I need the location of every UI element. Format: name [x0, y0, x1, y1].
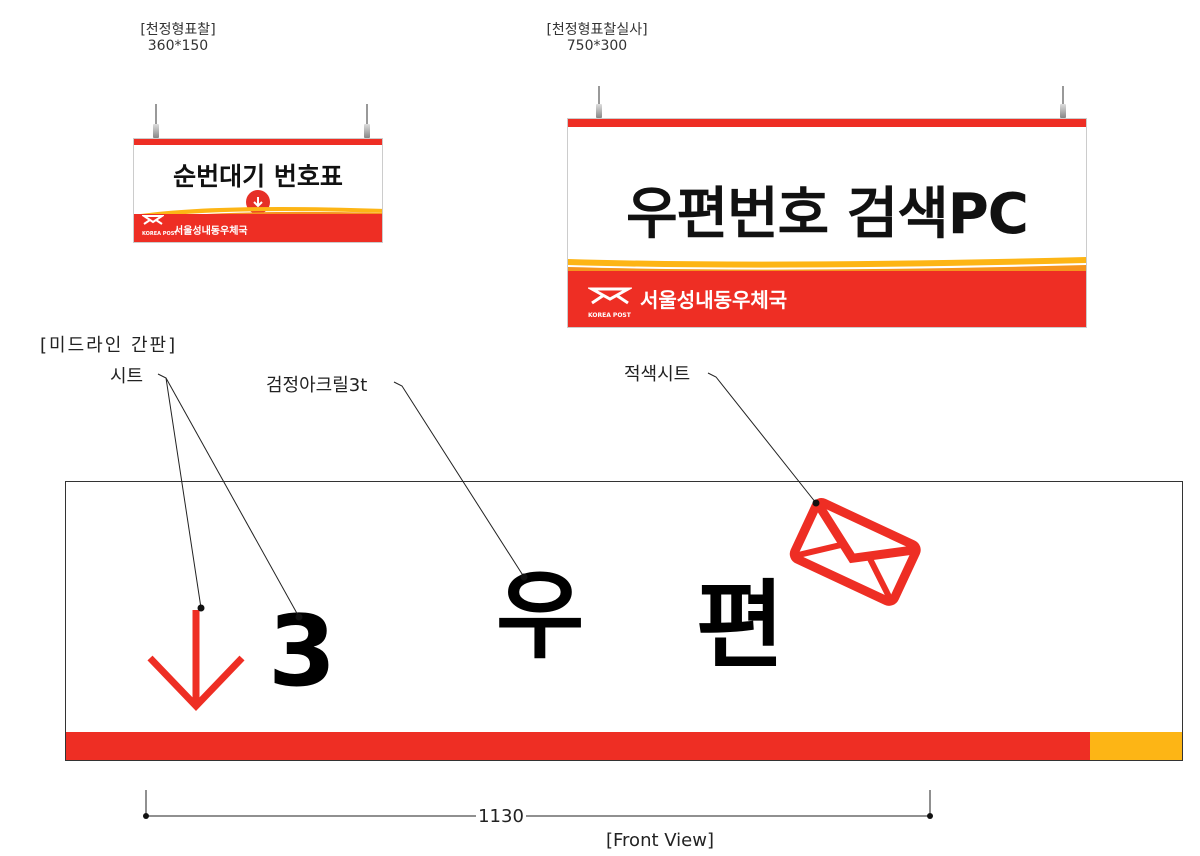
midline-sign-title: [미드라인 간판]	[40, 335, 178, 356]
large-sign-title: 우편번호 검색PC	[626, 182, 1029, 247]
small-sign-red-band	[134, 214, 382, 242]
small-sign-right-wire	[366, 104, 368, 126]
small-sign-title: 순번대기 번호표	[173, 162, 343, 191]
callout-acrylic-label: 검정아크릴3t	[266, 375, 368, 396]
front-yellow-band	[1090, 732, 1182, 760]
large-sign-red-band	[568, 271, 1086, 327]
char-pyeon: 편	[696, 570, 785, 682]
front-view-label: [Front View]	[605, 830, 714, 851]
small-sign-brand: 서울성내동우체국	[174, 226, 248, 237]
korea-post-logo-icon: KOREA POST	[586, 285, 634, 319]
number-three: 3	[268, 595, 337, 709]
large-sign-top-stripe	[568, 119, 1086, 127]
small-sign-caption-size: 360*150	[147, 38, 209, 54]
small-sign-caption-title: [천정형표찰]	[140, 22, 216, 38]
large-sign-right-clip	[1060, 104, 1066, 118]
small-sign-logo-text: KOREA POST	[142, 231, 178, 237]
large-sign-caption-size: 750*300	[566, 38, 628, 54]
large-sign-caption: [천정형표찰실사] 750*300	[532, 22, 662, 54]
down-arrow-icon	[147, 610, 245, 712]
small-ceiling-sign: 순번대기 번호표 KOREA POST 서울성내동우체국	[133, 138, 383, 243]
small-sign-right-clip	[364, 124, 370, 138]
small-sign-top-stripe	[134, 139, 382, 145]
large-ceiling-sign: 우편번호 검색PC KOREA POST 서울성내동우체국	[567, 118, 1087, 328]
large-sign-caption-title: [천정형표찰실사]	[546, 22, 648, 38]
korea-post-logo-icon: KOREA POST	[140, 211, 178, 237]
envelope-icon	[789, 498, 921, 606]
small-sign-left-wire	[155, 104, 157, 126]
small-sign-caption: [천정형표찰] 360*150	[118, 22, 238, 54]
large-sign-left-wire	[598, 86, 600, 108]
front-view-board: 3 우 편	[65, 481, 1183, 761]
callout-red-sheet-label: 적색시트	[624, 364, 691, 385]
dimension-label: 1130	[478, 806, 524, 827]
callout-sheet-label: 시트	[110, 366, 144, 387]
char-u: 우	[496, 560, 585, 672]
small-sign-left-clip	[153, 124, 159, 138]
large-sign-brand: 서울성내동우체국	[640, 288, 788, 312]
front-red-band	[66, 732, 1090, 760]
large-sign-logo-text: KOREA POST	[588, 312, 631, 319]
large-sign-left-clip	[596, 104, 602, 118]
large-sign-right-wire	[1062, 86, 1064, 108]
